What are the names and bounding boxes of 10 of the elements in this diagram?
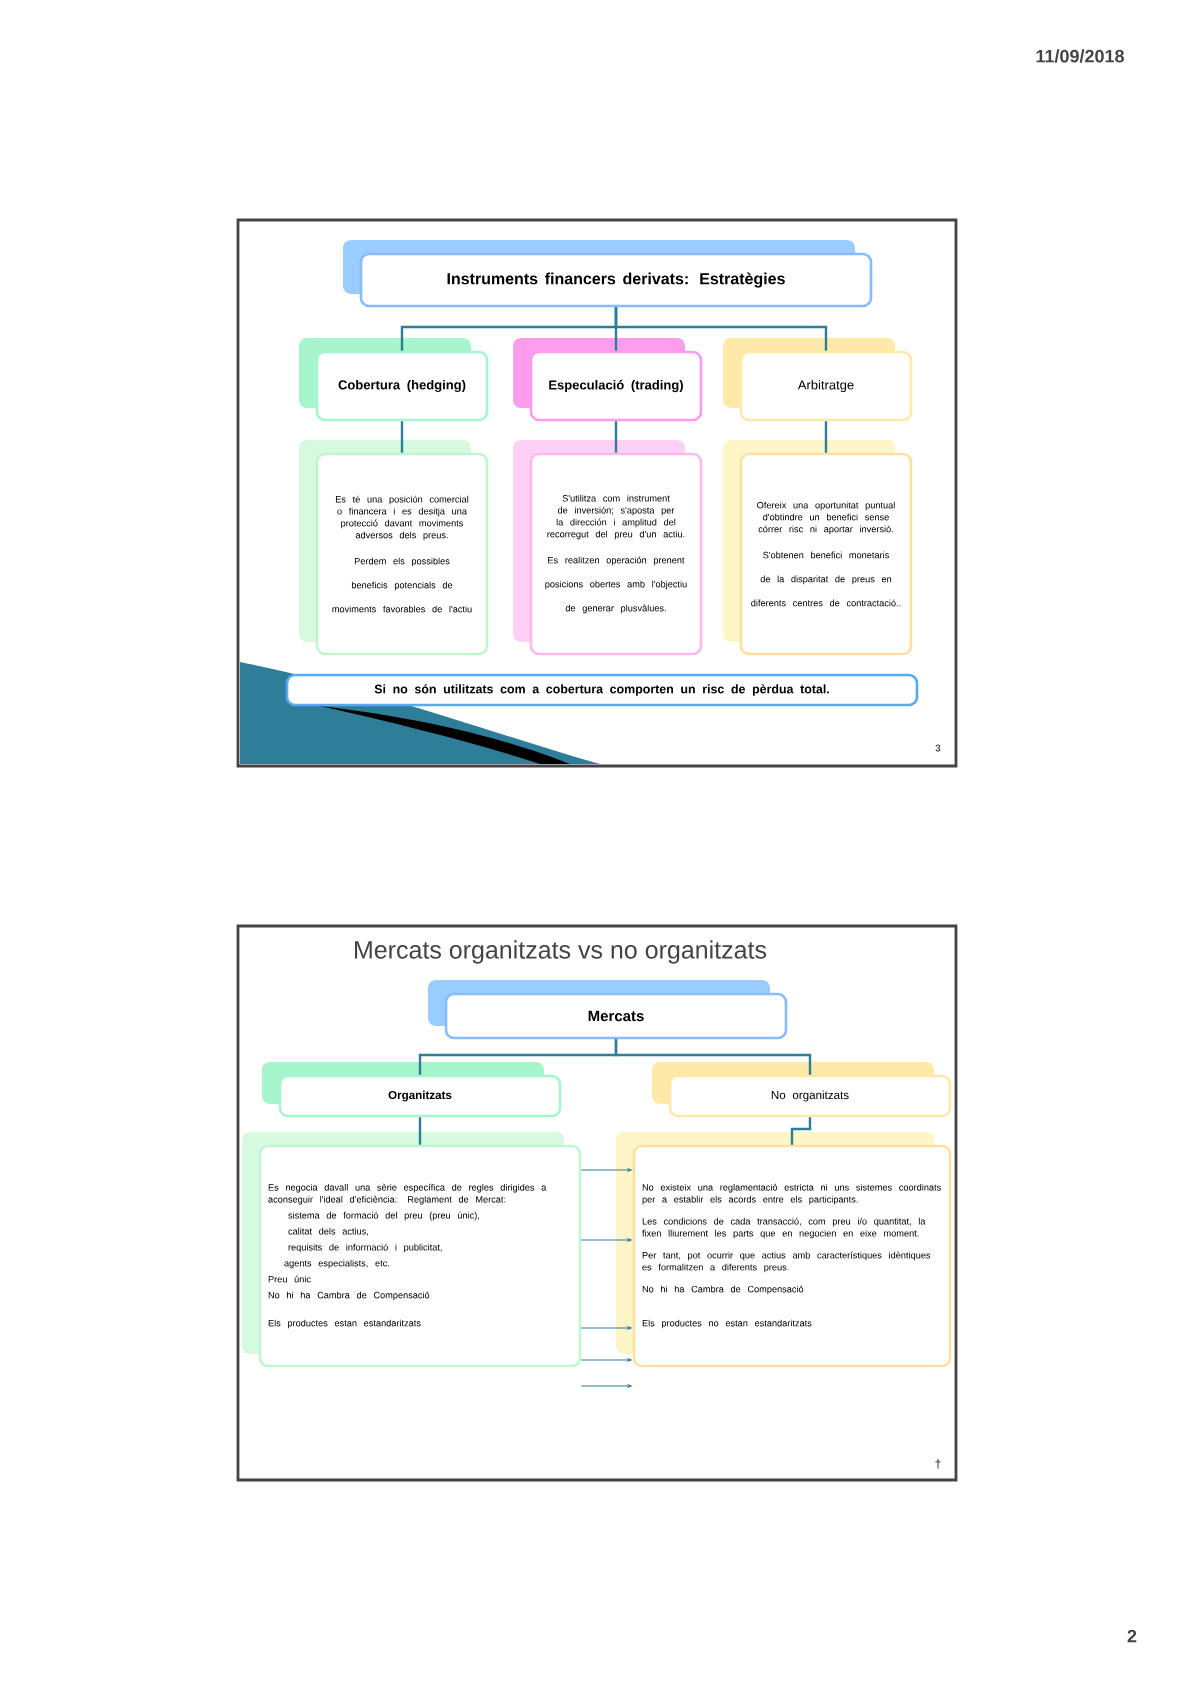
title-box: Instruments financers derivats: Estratègies xyxy=(343,240,873,308)
connector xyxy=(614,421,618,453)
connector xyxy=(614,1039,812,1075)
connector xyxy=(418,1117,422,1145)
connector xyxy=(614,307,828,351)
page-number: 2 xyxy=(1127,1629,1137,1643)
connector xyxy=(790,1117,812,1145)
connector xyxy=(400,421,404,453)
date: 11/09/2018 xyxy=(1036,49,1124,63)
connector xyxy=(824,421,828,453)
